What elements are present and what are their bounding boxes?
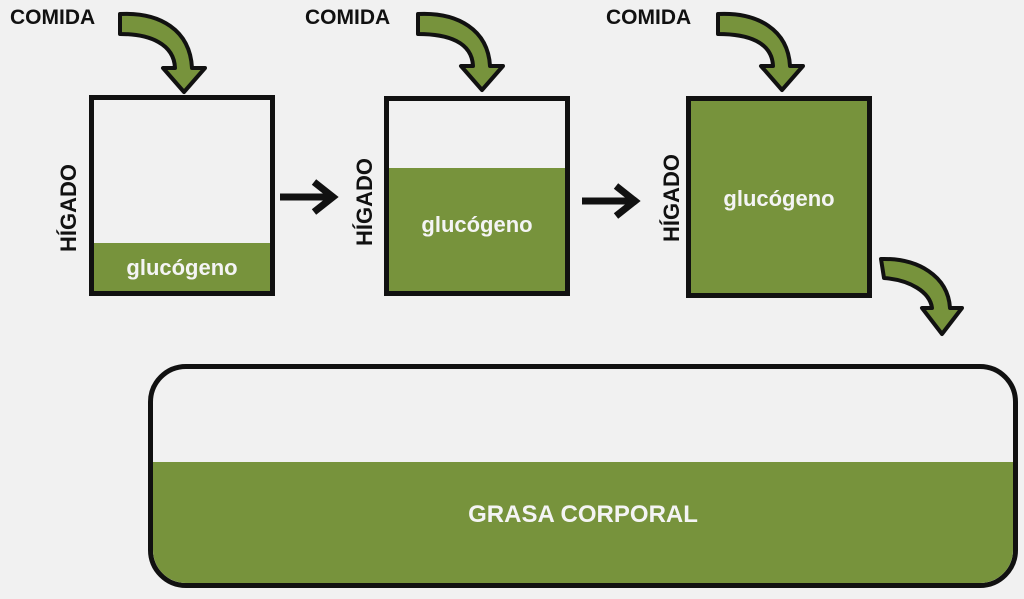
glycogen-fill-1: glucógeno bbox=[94, 243, 270, 291]
glycogen-fill-2: glucógeno bbox=[389, 168, 565, 291]
right-arrow-icon bbox=[280, 179, 339, 215]
curved-arrow-icon bbox=[118, 11, 207, 94]
organ-label-3: HÍGADO bbox=[659, 154, 684, 242]
curved-arrow-icon bbox=[416, 11, 505, 92]
right-arrow-icon bbox=[582, 183, 641, 219]
food-label-2: COMIDA bbox=[305, 6, 391, 29]
liver-box-1: glucógeno bbox=[89, 95, 275, 296]
curved-arrow-icon bbox=[716, 11, 805, 92]
curved-arrow-icon bbox=[879, 256, 964, 336]
body-fat-fill: GRASA CORPORAL bbox=[153, 462, 1013, 583]
organ-label-2: HÍGADO bbox=[352, 158, 377, 246]
glycogen-label-1: glucógeno bbox=[126, 255, 238, 280]
glycogen-label-2: glucógeno bbox=[421, 212, 533, 237]
body-fat-label: GRASA CORPORAL bbox=[468, 501, 698, 528]
body-fat-container: GRASA CORPORAL bbox=[148, 364, 1018, 588]
organ-label-1: HÍGADO bbox=[56, 164, 81, 252]
liver-box-2: glucógeno bbox=[384, 96, 570, 296]
glycogen-fill-3: glucógeno bbox=[691, 101, 867, 293]
glycogen-label-3: glucógeno bbox=[723, 186, 835, 211]
food-label-1: COMIDA bbox=[10, 6, 96, 29]
liver-box-3: glucógeno bbox=[686, 96, 872, 298]
food-label-3: COMIDA bbox=[606, 6, 692, 29]
